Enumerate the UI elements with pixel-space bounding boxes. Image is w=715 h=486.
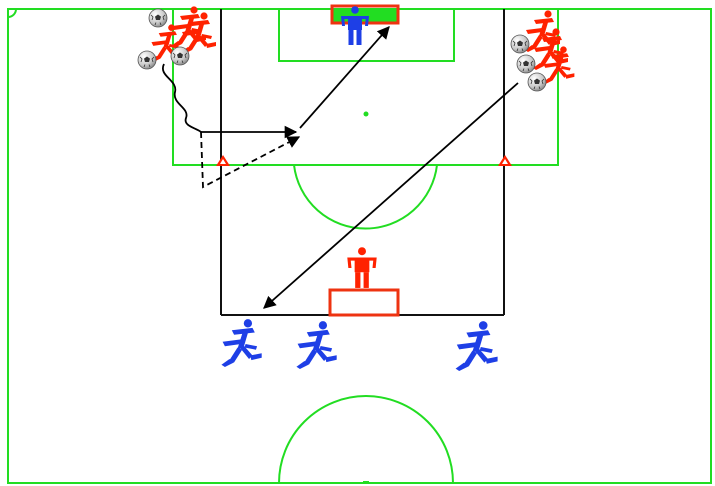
long-pass-arrow <box>264 83 518 308</box>
pitch-lines <box>8 9 711 483</box>
running-player-icon <box>456 321 498 371</box>
running-player-icon <box>296 321 336 369</box>
running-player-icon <box>221 319 261 367</box>
center-spot <box>363 481 369 484</box>
soccer-ball-icon <box>138 51 156 69</box>
goalkeeper-red <box>347 247 376 288</box>
soccer-ball-icon <box>528 73 546 91</box>
soccer-ball-icon <box>171 47 189 65</box>
touchline-boundary <box>8 9 711 483</box>
mini-goal <box>330 290 398 315</box>
shot-arrow <box>300 27 389 128</box>
corner-arc <box>8 9 16 17</box>
attackers-right <box>525 10 574 84</box>
soccer-ball-icon <box>149 9 167 27</box>
penalty-spot <box>364 112 369 117</box>
movement-paths <box>163 27 518 308</box>
soccer-ball-icon <box>511 35 529 53</box>
dashed-run-arrow <box>201 132 299 187</box>
center-circle-arc <box>279 396 453 483</box>
defenders <box>221 319 497 371</box>
penalty-area <box>173 9 558 165</box>
dribble-path <box>163 64 201 132</box>
soccer-ball-icon <box>517 55 535 73</box>
